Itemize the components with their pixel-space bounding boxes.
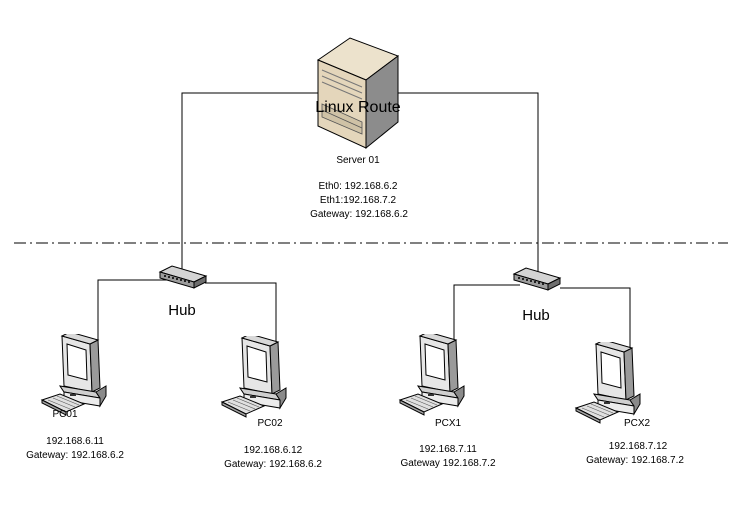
link-server-hub-right xyxy=(392,92,539,278)
pc01-name: PC01 xyxy=(52,409,78,420)
pcx2-computer-icon xyxy=(575,342,641,424)
pc02-ip: 192.168.6.12 xyxy=(243,445,303,456)
server-detail-eth1: Eth1:192.168.7.2 xyxy=(319,195,397,206)
link-hub-right-pcx1 xyxy=(453,284,520,340)
pcx2-ip: 192.168.7.12 xyxy=(608,441,668,452)
pcx1-gateway: Gateway 192.168.7.2 xyxy=(400,458,496,469)
server-name-label: Server 01 xyxy=(336,155,380,166)
pc01-gateway: Gateway: 192.168.6.2 xyxy=(26,450,124,461)
pc02-name: PC02 xyxy=(257,418,283,429)
hub-right-label: Hub xyxy=(522,307,550,324)
pcx1-name: PCX1 xyxy=(434,418,462,429)
server-detail-eth0: Eth0: 192.168.6.2 xyxy=(318,181,398,192)
server-detail-gateway: Gateway: 192.168.6.2 xyxy=(310,209,408,220)
hub-icon-right xyxy=(513,267,561,291)
link-server-hub-left xyxy=(181,92,318,276)
link-hub-right-pcx2 xyxy=(560,287,631,348)
pc02-gateway: Gateway: 192.168.6.2 xyxy=(224,459,322,470)
link-hub-left-pc01 xyxy=(97,279,168,340)
pc01-ip: 192.168.6.11 xyxy=(46,436,104,447)
pcx1-ip: 192.168.7.11 xyxy=(419,444,477,455)
pcx2-gateway: Gateway: 192.168.7.2 xyxy=(586,455,684,466)
pc02-computer-icon xyxy=(221,336,287,418)
hub-left-label: Hub xyxy=(168,302,196,319)
pc01-computer-icon xyxy=(41,334,107,416)
server-icon xyxy=(316,37,400,150)
pcx1-computer-icon xyxy=(399,334,465,416)
pcx2-name: PCX2 xyxy=(623,418,651,429)
connection-lines xyxy=(97,92,631,348)
hub-icon-left xyxy=(159,265,207,289)
link-hub-left-pc02 xyxy=(205,282,277,342)
server-overlay-label: Linux Route xyxy=(315,99,401,116)
